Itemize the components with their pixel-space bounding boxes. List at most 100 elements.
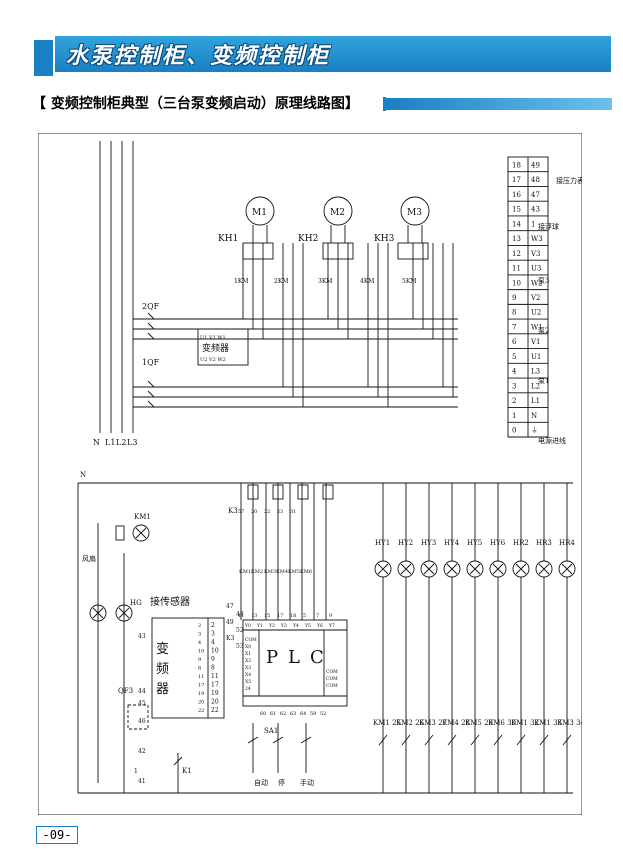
pilot-lamp-cross [561, 563, 573, 575]
vfd-pin-label: 17 [211, 682, 219, 689]
pilot-lamp-label: HY2 [398, 539, 413, 547]
pilot-lamp-label: HY3 [421, 539, 436, 547]
plc-char: L [288, 647, 300, 668]
input-number: 59 [310, 711, 316, 717]
contactor-label: 1KM [234, 278, 248, 285]
plc-output-label: Y6 [316, 623, 323, 629]
k3-label: K3 [228, 507, 238, 515]
vfd-pin-label-inner: 19 [198, 691, 204, 697]
terminal-number: 1 [512, 412, 516, 420]
coil-number: 9 [329, 613, 332, 619]
motor-label: M2 [330, 208, 345, 218]
plc-com-label: COM [326, 683, 338, 689]
vfd-pin-label-inner: 9 [198, 657, 201, 663]
pilot-lamp-label: HY4 [444, 539, 460, 547]
vfd-pin-label-inner: 4 [198, 640, 201, 646]
vfd-pin-label: 11 [211, 673, 219, 680]
aux-contact-label: KM1 33 [534, 719, 562, 727]
terminal-number: 13 [512, 235, 521, 243]
header-bar [55, 36, 611, 72]
pilot-lamp-cross [469, 563, 481, 575]
coil-label: KM4 [276, 569, 288, 575]
vfd-pin-label: 4 [211, 639, 215, 646]
pilot-lamp-cross [400, 563, 412, 575]
vfd-control-char: 频 [156, 662, 169, 677]
neutral-label: N [80, 471, 86, 479]
input-number: 63 [290, 711, 296, 717]
pilot-lamp-label: HY1 [375, 539, 390, 547]
breaker-label: 1QF [142, 358, 160, 367]
terminal-number: 11 [512, 265, 521, 273]
power-line-label: N [93, 438, 100, 447]
vfd-pin-label-inner: 2 [198, 623, 201, 629]
power-line-label: L1 [105, 438, 115, 447]
contactor-label: 2KM [274, 278, 288, 285]
sensor-number: 52 [236, 627, 244, 634]
coil-number: 22 [264, 509, 270, 515]
vfd-pin-label-inner: 20 [198, 700, 204, 706]
aux-contact [447, 734, 457, 746]
input-number: 52 [320, 711, 326, 717]
pilot-lamp-label: HR3 [536, 539, 552, 547]
vfd-control-char: 变 [156, 641, 169, 657]
thermal-relay-label: KH3 [374, 234, 395, 244]
terminal-label: 47 [531, 191, 540, 199]
terminal-number: 5 [512, 353, 516, 361]
aux-contact [401, 734, 411, 746]
power-line-label: L2 [116, 438, 126, 447]
plc-input-label: X4 [245, 672, 251, 678]
coil-number: 13 [251, 613, 257, 619]
wire-number: 1 [134, 768, 138, 775]
plc-char: P [266, 647, 278, 668]
wire-number: 43 [138, 633, 146, 640]
hg-label: HG [130, 599, 142, 607]
coil-number: 5 [303, 613, 306, 619]
page-number: -09- [36, 826, 78, 844]
plc-com-label: COM [326, 669, 338, 675]
terminal-number: 8 [512, 309, 516, 317]
terminal-number: 3 [512, 382, 516, 390]
vfd-pin-label-inner: 11 [198, 674, 204, 680]
terminal-label: ⏚ [531, 427, 538, 435]
terminal-group-label: 接压力表 [556, 176, 582, 185]
power-line-label: L3 [127, 438, 137, 447]
vfd-pin-label: 3 [211, 631, 215, 638]
terminal-label: W3 [531, 235, 543, 243]
motor-label: M3 [407, 208, 422, 218]
terminal-label: U3 [531, 265, 541, 273]
plc-input-label: 24 [245, 686, 251, 692]
terminal-number: 9 [512, 294, 516, 302]
terminal-number: 6 [512, 338, 517, 346]
plc-input-label: COM [245, 637, 257, 643]
plc-input-label: X5 [245, 679, 251, 685]
aux-contact-label: KM4 28 [442, 719, 470, 727]
vfd-control-char: 器 [156, 682, 169, 697]
vfd-terminals-bottom: U2 V2 W2 [200, 357, 226, 363]
plc-output-label: Y2 [268, 623, 275, 629]
pilot-lamp-cross [423, 563, 435, 575]
sensor-label: 接传感器 [150, 595, 190, 608]
terminal-group-label: 泵3 [538, 277, 549, 285]
fan-label: 风扇 [82, 554, 96, 563]
pilot-lamp-label: HR4 [559, 539, 575, 547]
vfd-pin-label: 2 [211, 622, 215, 629]
sensor-number: 48 [236, 611, 244, 618]
terminal-number: 2 [512, 397, 516, 405]
section-title: 【 变频控制柜典型（三台泵变频启动）原理线路图】 [32, 96, 359, 112]
aux-contact [493, 734, 503, 746]
terminal-label: U1 [531, 353, 541, 361]
header-title: 水泵控制柜、变频控制柜 [66, 43, 331, 69]
vfd-terminals-top: U1 V1 W1 [200, 335, 226, 341]
terminal-group-label: 接浮球 [538, 222, 559, 231]
plc-input-label: X2 [245, 658, 251, 664]
pilot-lamp-cross [515, 563, 527, 575]
vfd-pin-label-inner: 22 [198, 708, 204, 714]
input-number: 61 [270, 711, 276, 717]
terminal-number: 7 [512, 323, 516, 331]
coil-number: 18 [290, 613, 296, 619]
contactor-label: 3KM [318, 278, 332, 285]
pilot-lamp-cross [492, 563, 504, 575]
coil-label: KM3 [264, 569, 276, 575]
aux-contact [516, 734, 526, 746]
